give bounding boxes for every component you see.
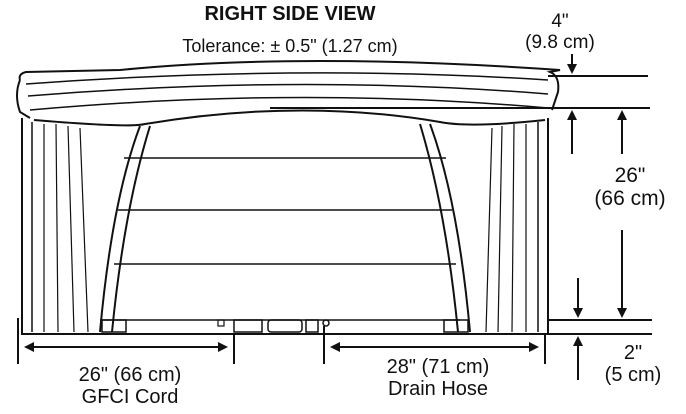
- base-value: 2": [623, 342, 643, 364]
- top-cover-metric: (9.8 cm): [525, 31, 595, 53]
- drain-value: 28" (71 cm): [386, 356, 490, 378]
- top-cover-value: 4": [551, 11, 569, 32]
- tolerance-note: Tolerance: ± 0.5" (1.27 cm): [182, 36, 398, 56]
- drain-hose-dimension: 28" (71 cm) Drain Hose: [330, 356, 546, 400]
- height-value: 26": [614, 164, 646, 187]
- height-metric: (66 cm): [594, 186, 666, 210]
- base-metric: (5 cm): [604, 363, 662, 386]
- top-cover-dimension: 4" (9.8 cm): [505, 11, 615, 53]
- dimension-lines: [17, 54, 652, 380]
- base-dimension: 2" (5 cm): [580, 342, 686, 386]
- height-dimension: 26" (66 cm): [575, 164, 685, 210]
- drain-label: Drain Hose: [387, 377, 489, 400]
- gfci-value: 26" (66 cm): [78, 364, 182, 386]
- gfci-cord-dimension: 26" (66 cm) GFCI Cord: [25, 364, 235, 408]
- spa-body: [16, 60, 561, 335]
- gfci-label: GFCI Cord: [81, 385, 179, 408]
- page-title: RIGHT SIDE VIEW: [204, 3, 376, 25]
